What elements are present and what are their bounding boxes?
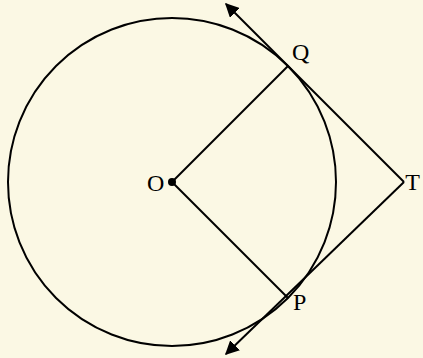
- tangent-tq: [226, 4, 404, 182]
- point-label: P: [293, 290, 306, 314]
- point-label: O: [147, 171, 164, 195]
- radius-op: [172, 182, 288, 298]
- point-label: T: [405, 170, 420, 194]
- radius-oq: [172, 66, 288, 182]
- tangent-tp: [226, 182, 404, 354]
- centre-dot: [168, 178, 176, 186]
- circle: [8, 18, 336, 346]
- point-label: Q: [292, 40, 309, 64]
